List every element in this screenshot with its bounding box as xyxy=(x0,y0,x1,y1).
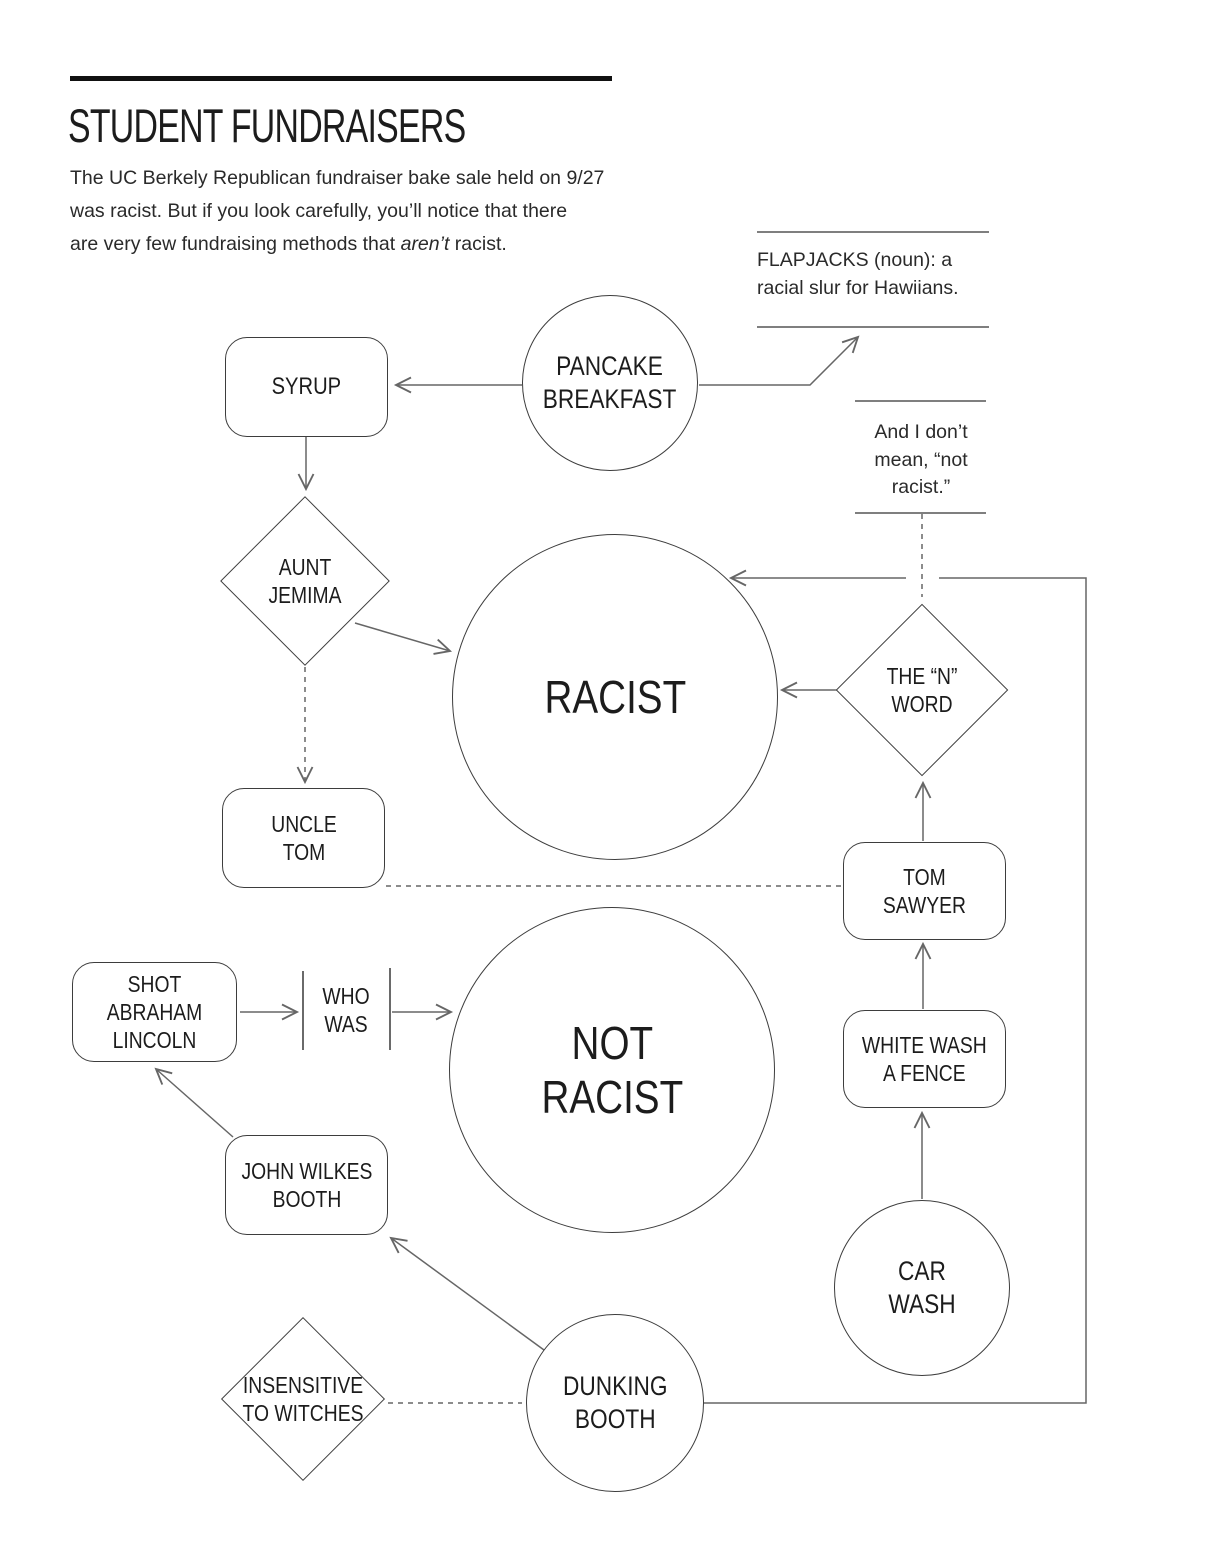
intro-emphasis: aren’t xyxy=(400,233,450,255)
node-dunking-booth: DUNKING BOOTH xyxy=(526,1314,704,1492)
node-racist: RACIST xyxy=(452,534,778,860)
intro-paragraph: The UC Berkely Republican fundraiser bak… xyxy=(70,162,710,261)
title-rule xyxy=(70,76,612,81)
intro-part2: racist. xyxy=(449,233,507,255)
edge-dunking-booth-to-john-wilkes-booth xyxy=(389,1236,545,1351)
node-aunt-jemima-label: AUNT JEMIMA xyxy=(268,553,342,608)
node-who-was-label: WHO WAS xyxy=(322,982,370,1037)
node-white-wash-a-fence: WHITE WASH A FENCE xyxy=(843,1010,1006,1108)
node-tom-sawyer-label: TOM SAWYER xyxy=(882,863,966,918)
node-racist-label: RACIST xyxy=(544,670,686,723)
edge-dunking-booth-loop xyxy=(704,577,1087,1404)
node-n-word-label: THE “N” WORD xyxy=(886,662,958,717)
node-pancake-breakfast: PANCAKE BREAKFAST xyxy=(522,295,698,471)
node-not-racist-label: NOT RACIST xyxy=(541,1016,683,1123)
edge-john-wilkes-booth-to-lincoln xyxy=(154,1067,234,1138)
node-pancake-breakfast-label: PANCAKE BREAKFAST xyxy=(543,351,677,414)
node-not-racist: NOT RACIST xyxy=(449,907,775,1233)
node-insensitive-to-witches-label: INSENSITIVE TO WITCHES xyxy=(242,1371,364,1426)
node-car-wash-label: CAR WASH xyxy=(888,1256,956,1319)
node-syrup-label: SYRUP xyxy=(271,373,342,401)
flapjacks-definition-note: FLAPJACKS (noun): a racial slur for Hawi… xyxy=(757,249,959,299)
node-dunking-booth-label: DUNKING BOOTH xyxy=(562,1371,668,1434)
node-uncle-tom: UNCLE TOM xyxy=(222,788,385,888)
intro-part1: The UC Berkely Republican fundraiser bak… xyxy=(70,167,605,255)
node-tom-sawyer: TOM SAWYER xyxy=(843,842,1006,940)
node-john-wilkes-booth: JOHN WILKES BOOTH xyxy=(225,1135,388,1235)
node-shot-abraham-lincoln-label: SHOT ABRAHAM LINCOLN xyxy=(106,970,203,1054)
node-john-wilkes-booth-label: JOHN WILKES BOOTH xyxy=(241,1157,372,1212)
node-white-wash-a-fence-label: WHITE WASH A FENCE xyxy=(862,1031,987,1086)
node-syrup: SYRUP xyxy=(225,337,388,437)
page-title: STUDENT FUNDRAISERS xyxy=(68,99,466,152)
aside-note: And I don’t mean, “not racist.” xyxy=(874,421,968,498)
edge-aunt-jemima-to-racist xyxy=(354,622,453,655)
node-uncle-tom-label: UNCLE TOM xyxy=(270,810,337,865)
node-car-wash: CAR WASH xyxy=(834,1200,1010,1376)
edge-pancake-to-flapjacks-note xyxy=(699,335,860,386)
node-shot-abraham-lincoln: SHOT ABRAHAM LINCOLN xyxy=(72,962,237,1062)
